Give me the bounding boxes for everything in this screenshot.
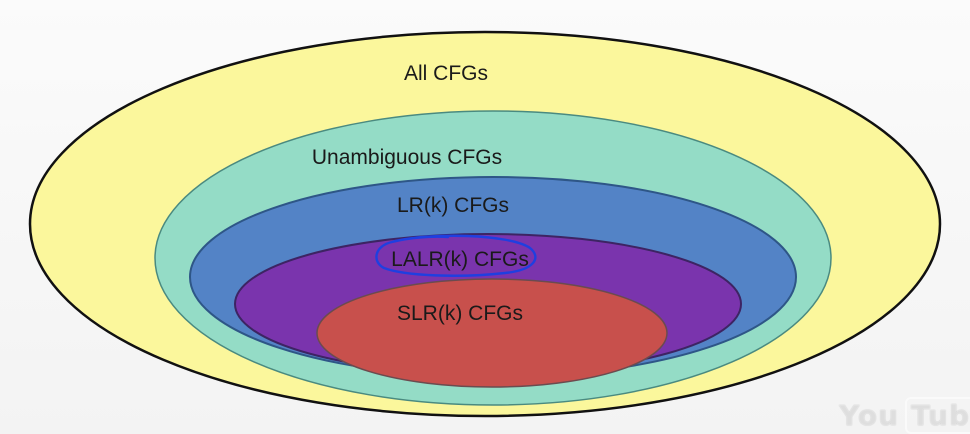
label-all-cfgs: All CFGs [404, 62, 488, 85]
label-unambiguous-cfgs: Unambiguous CFGs [312, 146, 502, 169]
hand-drawn-circle-annotation [375, 234, 537, 277]
set-slrk-cfgs [316, 278, 668, 388]
label-lrk-cfgs: LR(k) CFGs [397, 194, 509, 217]
label-lalrk-cfgs: LALR(k) CFGs [391, 248, 529, 271]
label-slrk-cfgs: SLR(k) CFGs [397, 302, 523, 325]
